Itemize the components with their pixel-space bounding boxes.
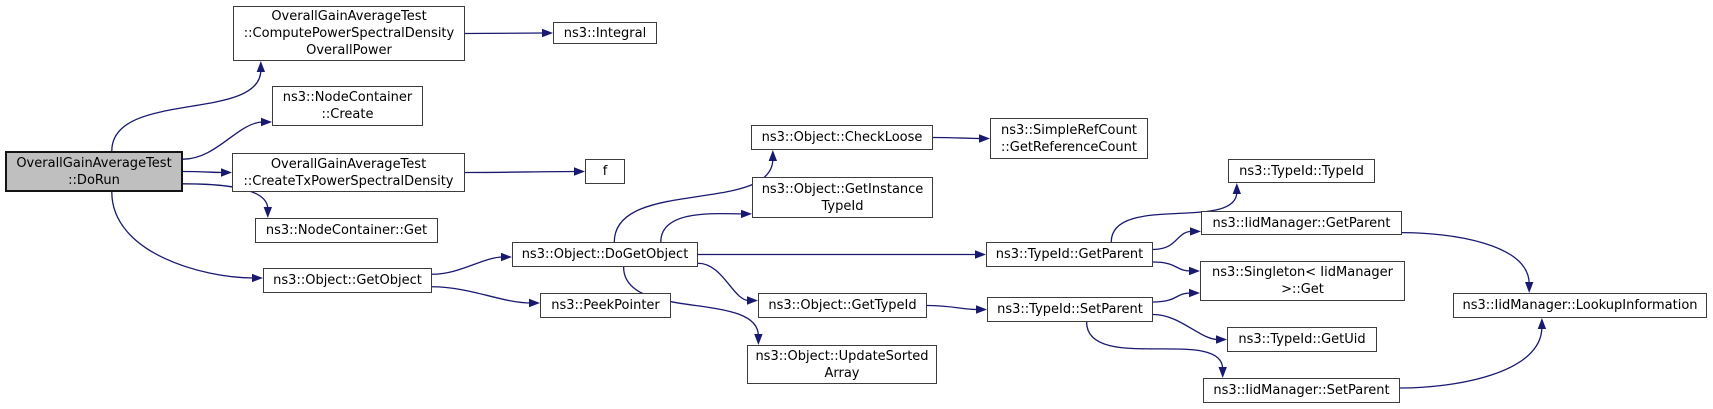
edge-dorun-to-create-tx-psd — [182, 170, 224, 174]
node-label-line: ns3::TypeId::GetParent — [995, 247, 1144, 262]
node-singleton-iidmanager-get[interactable]: ns3::Singleton< IidManager>::Get — [1200, 261, 1405, 301]
edge-object-dogetobject-to-object-checkloose — [613, 158, 774, 243]
node-nodecontainer-get[interactable]: ns3::NodeContainer::Get — [255, 218, 438, 243]
edge-object-getobject-to-peekpointer — [431, 286, 532, 304]
node-label-line: ns3::Object::GetObject — [273, 273, 422, 288]
arrowhead-typeid-getparent-to-iidmanager-getparent — [1190, 227, 1201, 236]
arrowhead-object-dogetobject-to-typeid-getparent — [975, 250, 986, 259]
node-label-line: ns3::Object::GetInstance — [761, 181, 924, 197]
node-label-line: OverallGainAverageTest — [271, 9, 427, 24]
edge-typeid-getparent-to-iidmanager-getparent — [1152, 230, 1193, 251]
node-label-line: OverallPower — [306, 43, 392, 58]
arrowhead-iidmanager-getparent-to-iidmanager-lookupinformation — [1525, 282, 1534, 293]
node-label-line: ns3::TypeId::GetUid — [1238, 332, 1366, 347]
node-label-line: ns3::NodeContainer::Get — [265, 223, 428, 238]
arrowhead-object-getobject-to-peekpointer — [529, 298, 540, 308]
edge-dorun-to-compute-psd-overall-power — [111, 69, 262, 152]
node-iidmanager-setparent[interactable]: ns3::IidManager::SetParent — [1203, 378, 1400, 403]
node-label-line: ::DoRun — [68, 172, 120, 188]
edge-compute-psd-overall-power-to-integral — [464, 32, 545, 35]
arrowhead-object-checkloose-to-simplerefcount-getreferencecount — [979, 134, 990, 143]
node-typeid-getuid[interactable]: ns3::TypeId::GetUid — [1227, 327, 1377, 352]
node-create-tx-psd[interactable]: OverallGainAverageTest::CreateTxPowerSpe… — [232, 153, 465, 192]
arrowhead-dorun-to-nodecontainer-get — [263, 207, 273, 218]
node-label-line: ns3::Object::UpdateSorted — [755, 348, 929, 364]
node-typeid-typeid[interactable]: ns3::TypeId::TypeId — [1228, 159, 1375, 183]
edge-typeid-getparent-to-singleton-iidmanager-get — [1152, 261, 1192, 272]
node-label-line: ns3::PeekPointer — [551, 298, 660, 313]
node-label-line: ns3::IidManager::LookupInformation — [1462, 298, 1698, 313]
node-peekpointer[interactable]: ns3::PeekPointer — [540, 293, 671, 318]
node-label-line: ns3::SimpleRefCount — [1000, 122, 1138, 138]
node-typeid-getparent[interactable]: ns3::TypeId::GetParent — [986, 242, 1153, 267]
node-object-getobject[interactable]: ns3::Object::GetObject — [263, 268, 432, 293]
node-label-line: ::CreateTxPowerSpectralDensity — [243, 173, 454, 189]
arrowhead-dorun-to-object-getobject — [252, 273, 263, 283]
edge-typeid-setparent-to-iidmanager-setparent — [1085, 321, 1224, 370]
edge-typeid-setparent-to-typeid-getuid — [1152, 313, 1219, 341]
node-f[interactable]: f — [585, 159, 625, 184]
node-label-line: OverallGainAverageTest — [270, 156, 427, 172]
arrowhead-object-gettypeid-to-typeid-setparent — [976, 305, 987, 314]
node-label-line: ns3::Object::DoGetObject — [521, 247, 689, 262]
arrowhead-object-dogetobject-to-object-gettypeid — [747, 296, 758, 305]
edge-object-dogetobject-to-object-getinstancetypeid — [660, 212, 744, 243]
node-label-line: ns3::TypeId::TypeId — [1239, 163, 1364, 179]
edge-typeid-setparent-to-singleton-iidmanager-get — [1152, 292, 1192, 303]
arrowhead-object-dogetobject-to-object-getinstancetypeid — [741, 209, 752, 219]
node-object-dogetobject[interactable]: ns3::Object::DoGetObject — [512, 242, 698, 267]
arrowhead-object-dogetobject-to-object-updatesortedarray — [754, 334, 763, 345]
node-object-checkloose[interactable]: ns3::Object::CheckLoose — [751, 125, 933, 150]
edge-iidmanager-getparent-to-iidmanager-lookupinformation — [1401, 231, 1530, 285]
arrowhead-dorun-to-nodecontainer-create — [261, 117, 272, 127]
edge-object-checkloose-to-simplerefcount-getreferencecount — [932, 136, 982, 140]
arrowhead-object-dogetobject-to-object-checkloose — [768, 150, 778, 161]
node-iidmanager-lookupinformation[interactable]: ns3::IidManager::LookupInformation — [1453, 293, 1707, 318]
arrowhead-dorun-to-compute-psd-overall-power — [256, 61, 266, 72]
edge-iidmanager-setparent-to-iidmanager-lookupinformation — [1399, 326, 1543, 389]
arrowhead-iidmanager-setparent-to-iidmanager-lookupinformation — [1537, 318, 1547, 329]
node-object-gettypeid[interactable]: ns3::Object::GetTypeId — [758, 293, 927, 318]
node-label-line: ::Create — [321, 107, 374, 122]
edge-dorun-to-object-getobject — [111, 191, 255, 279]
node-label-line: ns3::Object::GetTypeId — [768, 298, 917, 313]
node-typeid-setparent[interactable]: ns3::TypeId::SetParent — [987, 297, 1153, 322]
arrowhead-compute-psd-overall-power-to-integral — [542, 28, 553, 38]
node-label-line: ns3::TypeId::SetParent — [997, 302, 1143, 317]
node-dorun: OverallGainAverageTest::DoRun — [5, 151, 183, 192]
arrowhead-object-getobject-to-object-dogetobject — [501, 252, 512, 262]
node-nodecontainer-create[interactable]: ns3::NodeContainer::Create — [272, 86, 423, 126]
node-label-line: TypeId — [821, 198, 864, 214]
arrowhead-typeid-setparent-to-iidmanager-setparent — [1218, 367, 1227, 378]
arrowhead-typeid-getparent-to-singleton-iidmanager-get — [1189, 266, 1200, 276]
node-label-line: f — [602, 164, 608, 179]
edge-create-tx-psd-to-f — [464, 170, 577, 174]
node-label-line: OverallGainAverageTest — [16, 155, 172, 171]
node-label-line: Array — [824, 365, 860, 381]
arrowhead-typeid-getparent-to-typeid-typeid — [1232, 183, 1242, 194]
node-label-line: ns3::IidManager::SetParent — [1213, 383, 1390, 398]
arrowhead-typeid-setparent-to-typeid-getuid — [1216, 335, 1227, 344]
node-label-line: ns3::Singleton< IidManager — [1211, 265, 1393, 280]
node-label-line: >::Get — [1281, 282, 1324, 297]
edge-object-getobject-to-object-dogetobject — [431, 256, 504, 275]
edge-object-dogetobject-to-object-gettypeid — [697, 262, 750, 302]
node-label-line: ::ComputePowerSpectralDensity — [243, 26, 455, 41]
arrowhead-dorun-to-create-tx-psd — [221, 168, 232, 177]
node-label-line: ns3::Object::CheckLoose — [761, 130, 923, 145]
arrowhead-create-tx-psd-to-f — [574, 167, 585, 176]
edge-object-gettypeid-to-typeid-setparent — [926, 304, 979, 311]
arrowhead-typeid-setparent-to-singleton-iidmanager-get — [1189, 288, 1200, 298]
node-label-line: ::GetReferenceCount — [1001, 139, 1137, 155]
node-iidmanager-getparent[interactable]: ns3::IidManager::GetParent — [1201, 211, 1402, 235]
node-compute-psd-overall-power[interactable]: OverallGainAverageTest::ComputePowerSpec… — [233, 6, 465, 61]
node-label-line: ns3::IidManager::GetParent — [1212, 215, 1391, 231]
node-label-line: ns3::Integral — [563, 25, 647, 41]
node-label-line: ns3::NodeContainer — [282, 90, 413, 105]
node-integral[interactable]: ns3::Integral — [553, 22, 657, 44]
node-simplerefcount-getreferencecount[interactable]: ns3::SimpleRefCount::GetReferenceCount — [990, 118, 1148, 159]
